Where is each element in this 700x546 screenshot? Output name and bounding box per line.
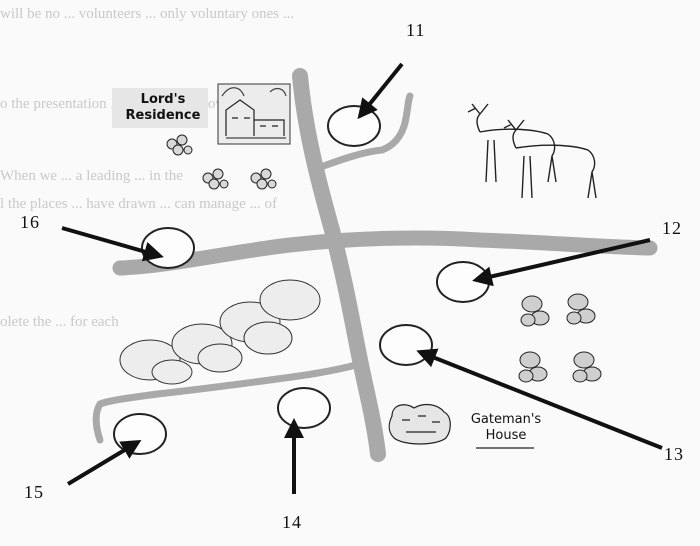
arrows bbox=[61, 62, 663, 494]
bush-1 bbox=[520, 295, 550, 327]
main-road-horizontal bbox=[112, 230, 658, 276]
lords-residence-line1: Lord's bbox=[140, 92, 186, 107]
bush-3 bbox=[518, 351, 548, 383]
lords-residence-label: Lord's Residence bbox=[118, 92, 208, 124]
bushes-drawing bbox=[518, 293, 602, 383]
marker-number-16: 16 bbox=[20, 212, 40, 232]
marker-circle-13 bbox=[379, 324, 433, 366]
marker-number-14: 14 bbox=[282, 512, 302, 532]
marker-number-11: 11 bbox=[406, 20, 426, 40]
gatemans-house-label: Gateman's House bbox=[470, 412, 542, 444]
woodland-drawing bbox=[119, 279, 321, 385]
marker-circle-14 bbox=[277, 387, 331, 429]
marker-number-13: 13 bbox=[664, 444, 684, 464]
marker-number-12: 12 bbox=[662, 218, 682, 238]
arrow-13 bbox=[416, 348, 663, 450]
gatemans-house-line1: Gateman's bbox=[470, 412, 542, 427]
flower-cluster-1 bbox=[166, 134, 193, 156]
roads bbox=[92, 68, 658, 462]
marker-circle-15 bbox=[113, 413, 167, 455]
marker-number-15: 15 bbox=[24, 482, 44, 502]
marker-circle-12 bbox=[436, 261, 490, 303]
arrow-12 bbox=[472, 238, 651, 287]
flower-cluster-2 bbox=[202, 168, 229, 190]
flower-cluster-3 bbox=[250, 168, 277, 190]
arrow-11 bbox=[357, 62, 404, 120]
flower-clusters bbox=[166, 134, 277, 190]
main-road-vertical bbox=[292, 68, 386, 462]
marker-circle-11 bbox=[327, 105, 381, 147]
bush-4 bbox=[572, 351, 602, 383]
background-bleed: will be no ... volunteers ... only volun… bbox=[0, 6, 295, 22]
north-path bbox=[314, 92, 414, 172]
background-bleed: olete the ... for each bbox=[0, 314, 119, 330]
arrow-15 bbox=[66, 439, 142, 486]
lords-residence-line2: Residence bbox=[125, 108, 201, 123]
marker-circle-16 bbox=[141, 227, 195, 269]
arrow-16 bbox=[61, 226, 164, 262]
lords-residence-drawing bbox=[112, 83, 291, 145]
west-path bbox=[92, 360, 364, 444]
deer-drawing bbox=[467, 103, 597, 199]
gatemans-house-drawing bbox=[388, 403, 451, 445]
background-bleed: l the places ... have drawn ... can mana… bbox=[0, 196, 277, 212]
bush-2 bbox=[566, 293, 596, 325]
background-bleed: When we ... a leading ... in the bbox=[0, 168, 183, 184]
marker-circles bbox=[113, 105, 490, 455]
gatemans-house-line2: House bbox=[485, 428, 527, 443]
